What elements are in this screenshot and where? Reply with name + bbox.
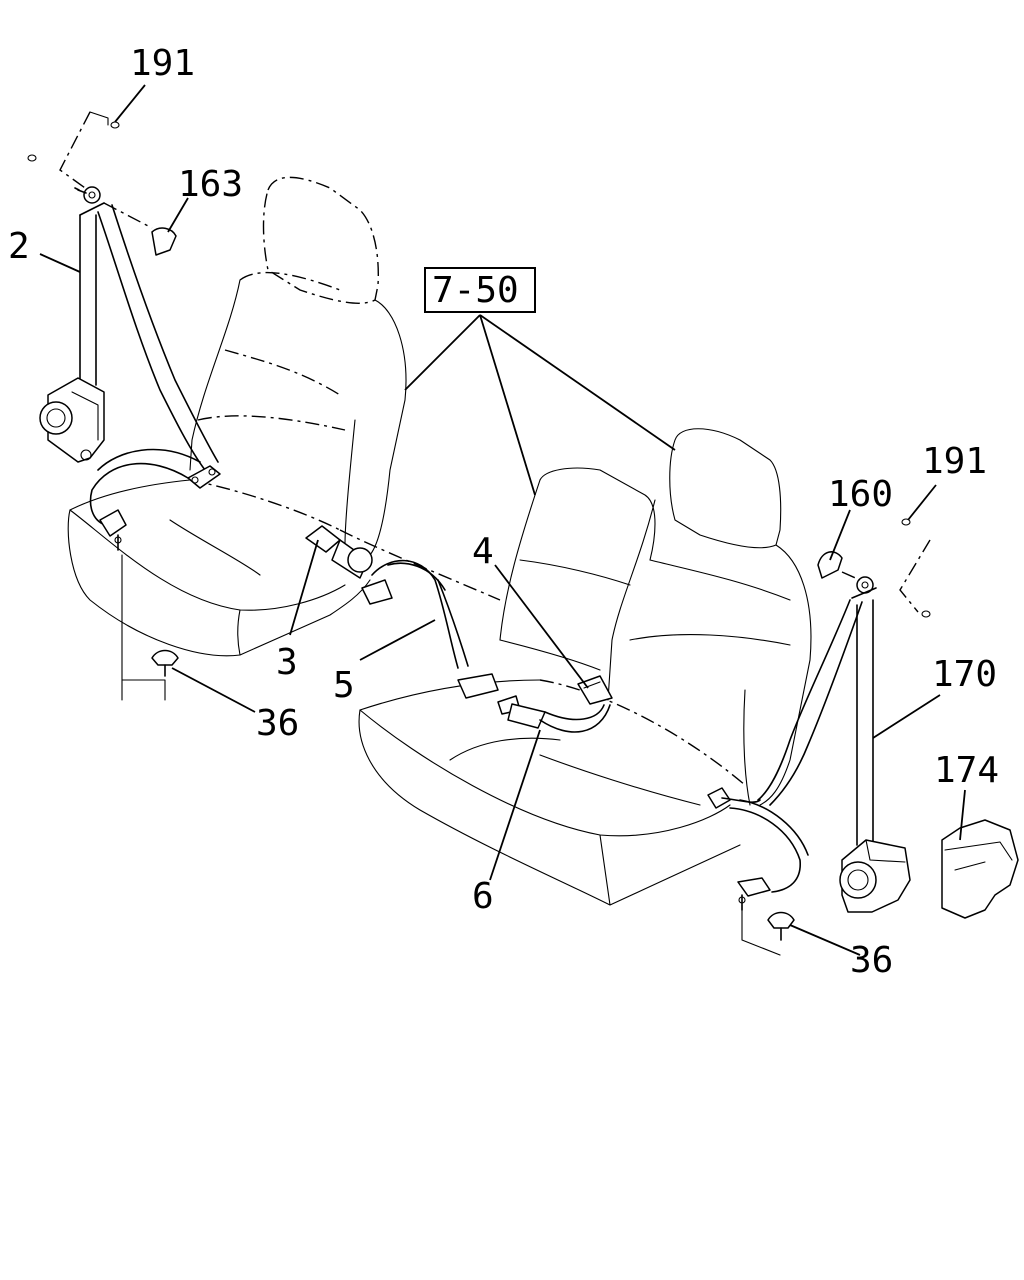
part-191-washer-top-b <box>27 154 37 162</box>
label-174: 174 <box>934 750 999 791</box>
part-163-clip <box>151 227 177 256</box>
part-174-cover <box>941 819 1019 919</box>
part-191-washer-right-a <box>901 518 911 526</box>
label-191-top: 191 <box>130 43 195 84</box>
label-160: 160 <box>828 474 893 515</box>
ref-box-7-50 <box>424 267 536 313</box>
label-2: 2 <box>8 226 30 267</box>
part-36-screw-right <box>767 911 795 941</box>
label-191-right: 191 <box>922 441 987 482</box>
label-7-50: 7-50 <box>432 270 519 311</box>
part-191-washer-top-a <box>110 121 120 129</box>
label-5: 5 <box>333 665 355 706</box>
left-retractor-belt <box>39 186 221 551</box>
part-36-screw-left <box>151 649 179 677</box>
right-retractor-belt <box>707 576 911 913</box>
part-160-clip <box>817 551 843 579</box>
label-3: 3 <box>276 642 298 683</box>
center-belt-5 <box>361 559 613 733</box>
part-191-washer-right-b <box>921 610 931 618</box>
label-6: 6 <box>472 876 494 917</box>
right-seat <box>339 428 812 906</box>
label-36-right: 36 <box>850 940 893 981</box>
leader-lines <box>39 84 966 956</box>
label-163: 163 <box>178 164 243 205</box>
label-4: 4 <box>472 531 494 572</box>
buckle-3 <box>305 525 373 579</box>
label-170: 170 <box>932 654 997 695</box>
left-seat <box>67 176 407 657</box>
label-36-left: 36 <box>256 703 299 744</box>
